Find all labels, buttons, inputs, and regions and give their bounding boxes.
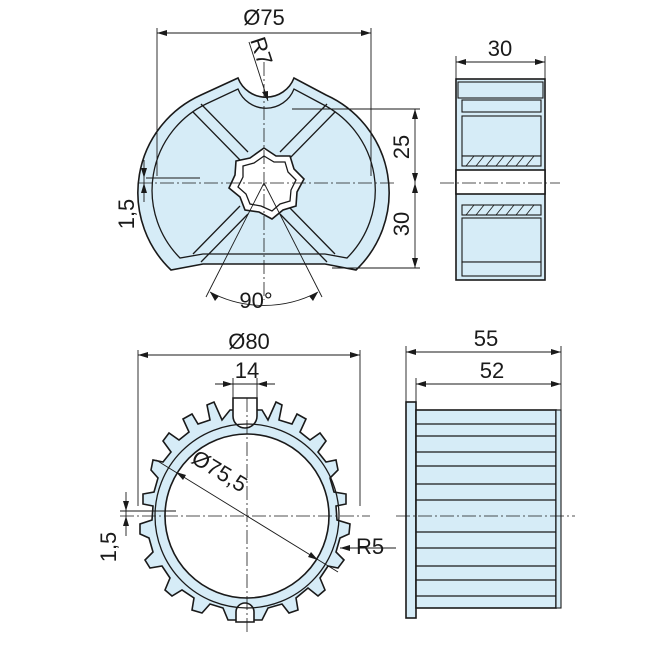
bottom-side-body-dimension: 52 xyxy=(415,358,561,410)
top-front-view: Ø75 R7 25 30 1,5 xyxy=(114,5,420,313)
bottom-offset-dimension: 1,5 xyxy=(96,492,129,562)
top-side-view: 30 xyxy=(440,36,560,281)
bottom-outer-diameter-label: Ø80 xyxy=(228,329,270,354)
bottom-side-body xyxy=(415,409,557,609)
top-offset-label: 1,5 xyxy=(114,199,139,230)
bottom-side-overall-dimension: 55 xyxy=(405,326,562,410)
top-angle-label: 90° xyxy=(239,288,272,313)
bottom-groove-radius-dimension: R5 xyxy=(340,534,396,559)
top-height-dimensions: 25 30 xyxy=(292,108,420,269)
top-diameter-label: Ø75 xyxy=(243,5,285,30)
top-adapter-inner-ring xyxy=(151,88,376,259)
top-adapter-hub-hole xyxy=(228,147,305,220)
bottom-side-overall-label: 55 xyxy=(474,326,498,351)
top-upper-height-label: 25 xyxy=(389,135,414,159)
top-lower-height-label: 30 xyxy=(389,212,414,236)
top-notch-radius-dimension: R7 xyxy=(245,34,278,102)
top-side-hatch-lower xyxy=(461,204,542,216)
bottom-outer-diameter-dimension: Ø80 xyxy=(137,329,361,506)
bottom-front-view: Ø80 14 Ø75,5 R5 1,5 xyxy=(96,329,396,632)
top-diameter-dimension: Ø75 xyxy=(156,5,372,176)
top-side-width-dimension: 30 xyxy=(455,36,546,79)
top-notch-radius-label: R7 xyxy=(245,34,277,68)
bottom-groove-radius-label: R5 xyxy=(356,534,384,559)
top-side-hatch-upper xyxy=(461,155,542,167)
top-angle-dimension: 90° xyxy=(205,182,323,313)
bottom-offset-label: 1,5 xyxy=(96,532,121,563)
top-side-width-label: 30 xyxy=(488,36,512,61)
top-adapter-ribs xyxy=(192,103,336,263)
bottom-slot-width-label: 14 xyxy=(235,358,259,383)
bottom-slot-width-dimension: 14 xyxy=(215,358,275,400)
top-offset-dimension: 1,5 xyxy=(114,160,147,229)
bottom-side-body-label: 52 xyxy=(480,358,504,383)
top-adapter-hub-inner xyxy=(237,155,297,212)
bottom-side-flange xyxy=(405,401,417,619)
bottom-side-view: 55 52 xyxy=(396,326,575,619)
